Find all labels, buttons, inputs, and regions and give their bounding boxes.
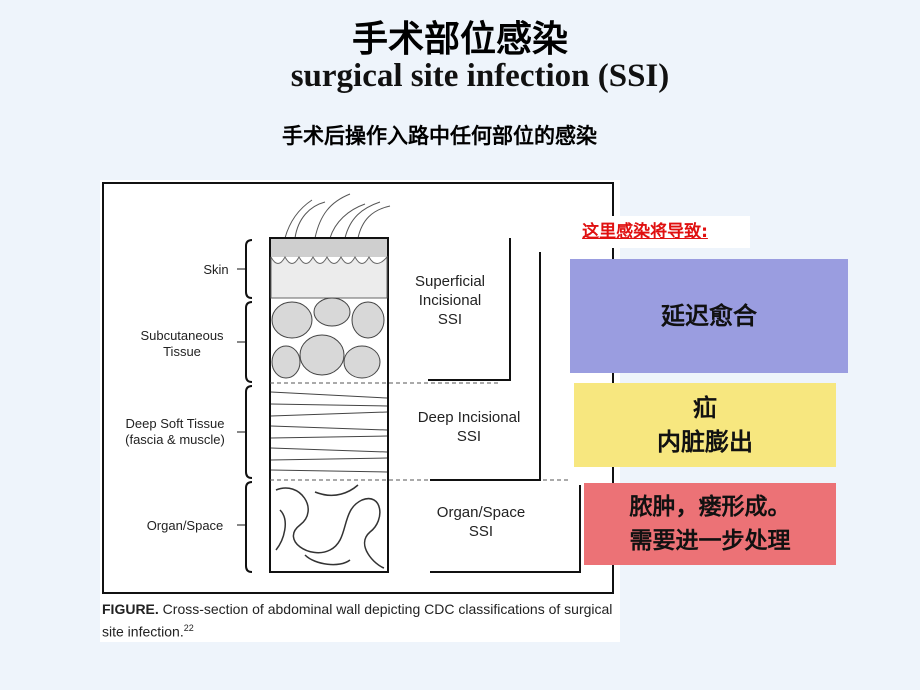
subcutaneous-label-line2: Tissue [163,344,201,359]
deep-ssi-line1: Deep Incisional [417,409,521,426]
ssi-brackets [428,238,581,573]
superficial-ssi-line3: SSI [437,311,463,328]
figure-caption: FIGURE. Cross-section of abdominal wall … [102,600,618,642]
hair-strands [284,193,391,239]
caption-reference: 22 [183,623,194,633]
subcutaneous-label-line1: Subcutaneous [140,328,224,343]
deep-tissue-label-line2: (fascia & muscle) [125,432,225,447]
outcome-delayed-healing-text: 延迟愈合 [661,302,757,330]
outcome-hernia-line1: 疝 [693,394,717,422]
slide-title: 手术部位感染 [351,19,568,60]
outcome-abscess-line1: 脓肿，瘘形成。 [629,494,791,520]
lead-text: 这里感染将导致: [540,216,750,248]
deep-tissue-label-line1: Deep Soft Tissue [125,416,225,431]
muscle-layer [270,391,388,473]
slide-title-english: surgical site infection (SSI) [290,58,670,94]
cross-section-figure: Skin Subcutaneous Tissue Deep Soft Tissu… [100,180,620,642]
outcome-abscess-line2: 需要进一步处理 [629,528,791,554]
outcome-hernia: 疝 内脏膨出 [574,383,836,467]
intestine-loops [275,484,385,569]
organ-ssi-line1: Organ/Space [436,504,526,521]
skin-label: Skin [203,262,229,277]
subcutaneous-fat [271,297,385,379]
caption-text: Cross-section of abdominal wall depictin… [102,601,613,640]
slide-subtitle: 手术后操作入路中任何部位的感染 [282,124,597,148]
abdominal-wall-diagram [237,193,581,573]
layer-brackets [245,239,253,573]
superficial-ssi-line2: Incisional [418,292,482,309]
deep-ssi-line2: SSI [456,428,482,445]
outcome-abscess: 脓肿，瘘形成。 需要进一步处理 [584,483,836,565]
superficial-ssi-line1: Superficial [414,273,486,290]
organ-space-label: Organ/Space [146,518,224,533]
organ-ssi-line2: SSI [468,523,494,540]
skin-layer [270,239,388,299]
outcome-hernia-line2: 内脏膨出 [657,428,753,456]
outcome-delayed-healing: 延迟愈合 [570,259,848,373]
caption-label: FIGURE. [102,601,159,617]
